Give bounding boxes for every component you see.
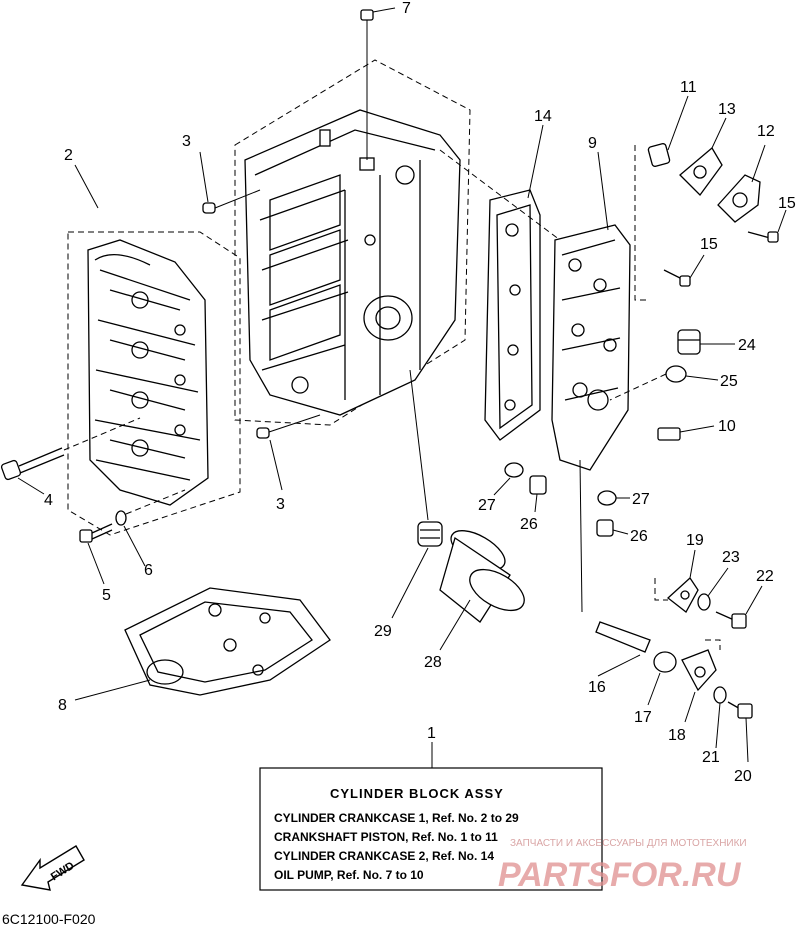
callout-12: 12: [757, 123, 775, 140]
seal-part-17: [647, 651, 677, 706]
diagram-code: 6C12100-F020: [2, 911, 96, 927]
bolt-part-4: [0, 417, 141, 495]
assembly-box-line-4: OIL PUMP, Ref. No. 7 to 10: [274, 868, 424, 882]
oil-filter-part-28: [439, 530, 525, 651]
callout-10: 10: [718, 418, 736, 435]
assembly-box-line-1: CYLINDER CRANKCASE 1, Ref. No. 2 to 29: [274, 811, 519, 825]
fitting-part-11: [634, 95, 689, 301]
plug-part-26-left: [529, 475, 547, 513]
bolt-part-7: [360, 7, 396, 160]
assembly-box-title: CYLINDER BLOCK ASSY: [330, 786, 504, 801]
callout-18: 18: [668, 727, 686, 744]
bolt-part-5: [79, 523, 113, 585]
fitting-part-10: [657, 425, 715, 441]
gasket-part-8: [74, 587, 331, 701]
callout-23: 23: [722, 549, 740, 566]
callout-3a: 3: [182, 133, 191, 150]
callout-28: 28: [424, 654, 442, 671]
washer-part-27-right: [597, 490, 630, 506]
pin-part-16: [579, 459, 651, 677]
callout-7: 7: [402, 0, 411, 17]
fitting-part-29: [391, 369, 443, 619]
watermark-tagline: ЗАПЧАСТИ И АКСЕССУАРЫ ДЛЯ МОТОТЕХНИКИ: [510, 838, 747, 849]
crankcase-part-9: [439, 149, 631, 471]
watermark: ЗАПЧАСТИ И АКСЕССУАРЫ ДЛЯ МОТОТЕХНИКИ PA…: [498, 838, 747, 894]
callout-15a: 15: [778, 195, 796, 212]
cover-part-12: [717, 144, 766, 223]
callout-27b: 27: [632, 491, 650, 508]
callout-2: 2: [64, 147, 73, 164]
callout-1: 1: [427, 725, 436, 742]
callout-4: 4: [44, 492, 53, 509]
washer-part-23: [697, 567, 729, 611]
callout-14: 14: [534, 108, 552, 125]
fwd-arrow-icon: FWD: [20, 845, 85, 891]
callout-19: 19: [686, 532, 704, 549]
callout-numbers: 1 2 3 3 4 5 6 7 8 9 10 11 12 13 14 15 15…: [44, 0, 796, 785]
callout-15b: 15: [700, 236, 718, 253]
callout-11: 11: [680, 79, 697, 96]
bolts-part-15: [663, 209, 787, 287]
assembly-box-line-2: CRANKSHAFT PISTON, Ref. No. 1 to 11: [274, 830, 498, 844]
callout-17: 17: [634, 709, 652, 726]
cylinder-block: [234, 59, 471, 426]
callout-8: 8: [58, 697, 67, 714]
callout-9: 9: [588, 135, 597, 152]
gasket-part-14: [484, 124, 544, 441]
callout-16: 16: [588, 679, 606, 696]
leader-part-2: [74, 164, 99, 209]
bolt-part-20: [727, 701, 753, 763]
assembly-info-box: CYLINDER BLOCK ASSY CYLINDER CRANKCASE 1…: [259, 767, 603, 891]
callout-5: 5: [102, 587, 111, 604]
callout-26a: 26: [520, 516, 538, 533]
sensor-part-18: [654, 578, 721, 723]
callout-22: 22: [756, 568, 774, 585]
bracket-part-19: [666, 549, 699, 613]
callout-29: 29: [374, 623, 392, 640]
oring-part-25: [609, 365, 719, 401]
washer-part-27-left: [493, 462, 524, 496]
callout-27a: 27: [478, 497, 496, 514]
callout-13: 13: [718, 101, 736, 118]
callout-26b: 26: [630, 528, 648, 545]
cylinder-head-part-2: [67, 231, 241, 536]
plug-part-26-right: [596, 519, 629, 537]
washer-part-21: [713, 686, 727, 749]
plug-part-24: [677, 329, 735, 355]
assembly-box-line-3: CYLINDER CRANKCASE 2, Ref. No. 14: [274, 849, 494, 863]
callout-20: 20: [734, 768, 752, 785]
callout-21: 21: [702, 749, 720, 766]
watermark-logo: PARTSFOR.RU: [498, 856, 742, 894]
dowel-pins-part-3: [199, 151, 321, 491]
callout-6: 6: [144, 562, 153, 579]
washer-part-6: [115, 489, 186, 567]
gasket-part-13: [679, 117, 727, 196]
callout-24: 24: [738, 337, 756, 354]
bolt-part-22: [715, 585, 763, 629]
callout-3b: 3: [276, 496, 285, 513]
callout-25: 25: [720, 373, 738, 390]
